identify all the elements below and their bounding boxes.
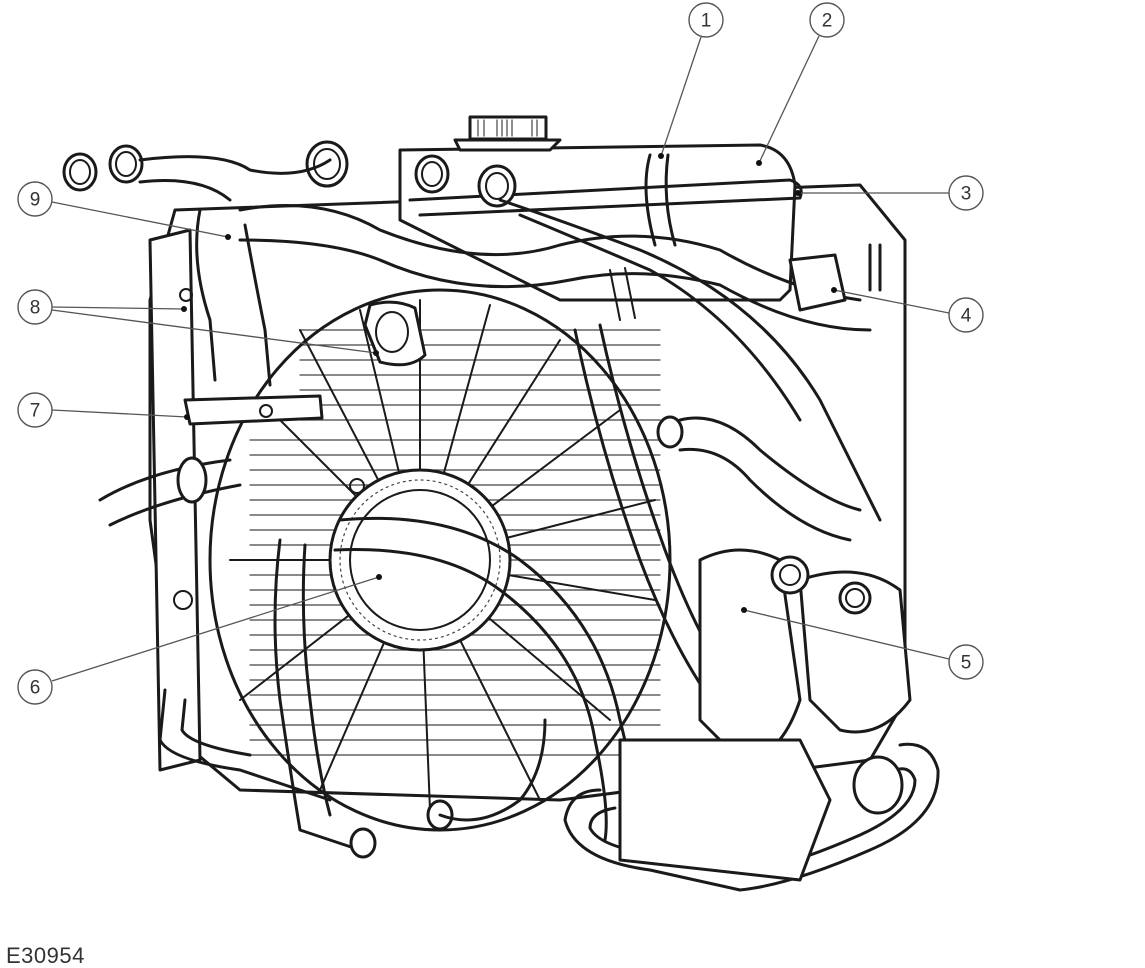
callout-number: 1 [701, 11, 712, 32]
callouts: 1 2 3 4 5 [17, 2, 984, 705]
callout-9: 9 [17, 181, 231, 240]
callout-3: 3 [795, 175, 984, 211]
callout-8: 8 [17, 289, 379, 356]
radiator-bracket [788, 243, 882, 312]
callout-5: 5 [741, 607, 984, 680]
callout-number: 9 [30, 190, 41, 211]
component-drawing [62, 115, 940, 892]
callout-number: 6 [30, 678, 41, 699]
cooling-fan [208, 288, 672, 832]
thermostat-housing [656, 415, 912, 762]
callout-2: 2 [756, 2, 845, 166]
callout-7: 7 [17, 392, 190, 428]
callout-number: 5 [961, 653, 972, 674]
callout-number: 4 [961, 306, 972, 327]
bleed-pipe [408, 178, 803, 217]
callout-number: 8 [30, 298, 41, 319]
radiator-bottom-tank [618, 738, 832, 882]
callout-number: 2 [822, 11, 833, 32]
callout-4: 4 [831, 287, 984, 333]
hose-connectors-top [62, 140, 517, 208]
tank-vent-hose [644, 153, 677, 247]
callout-number: 3 [961, 184, 972, 205]
callout-1: 1 [658, 2, 724, 159]
coolant-hoses [98, 155, 882, 859]
figure-reference-number: E30954 [6, 943, 85, 968]
callout-number: 7 [30, 401, 41, 422]
callout-6: 6 [17, 574, 382, 705]
